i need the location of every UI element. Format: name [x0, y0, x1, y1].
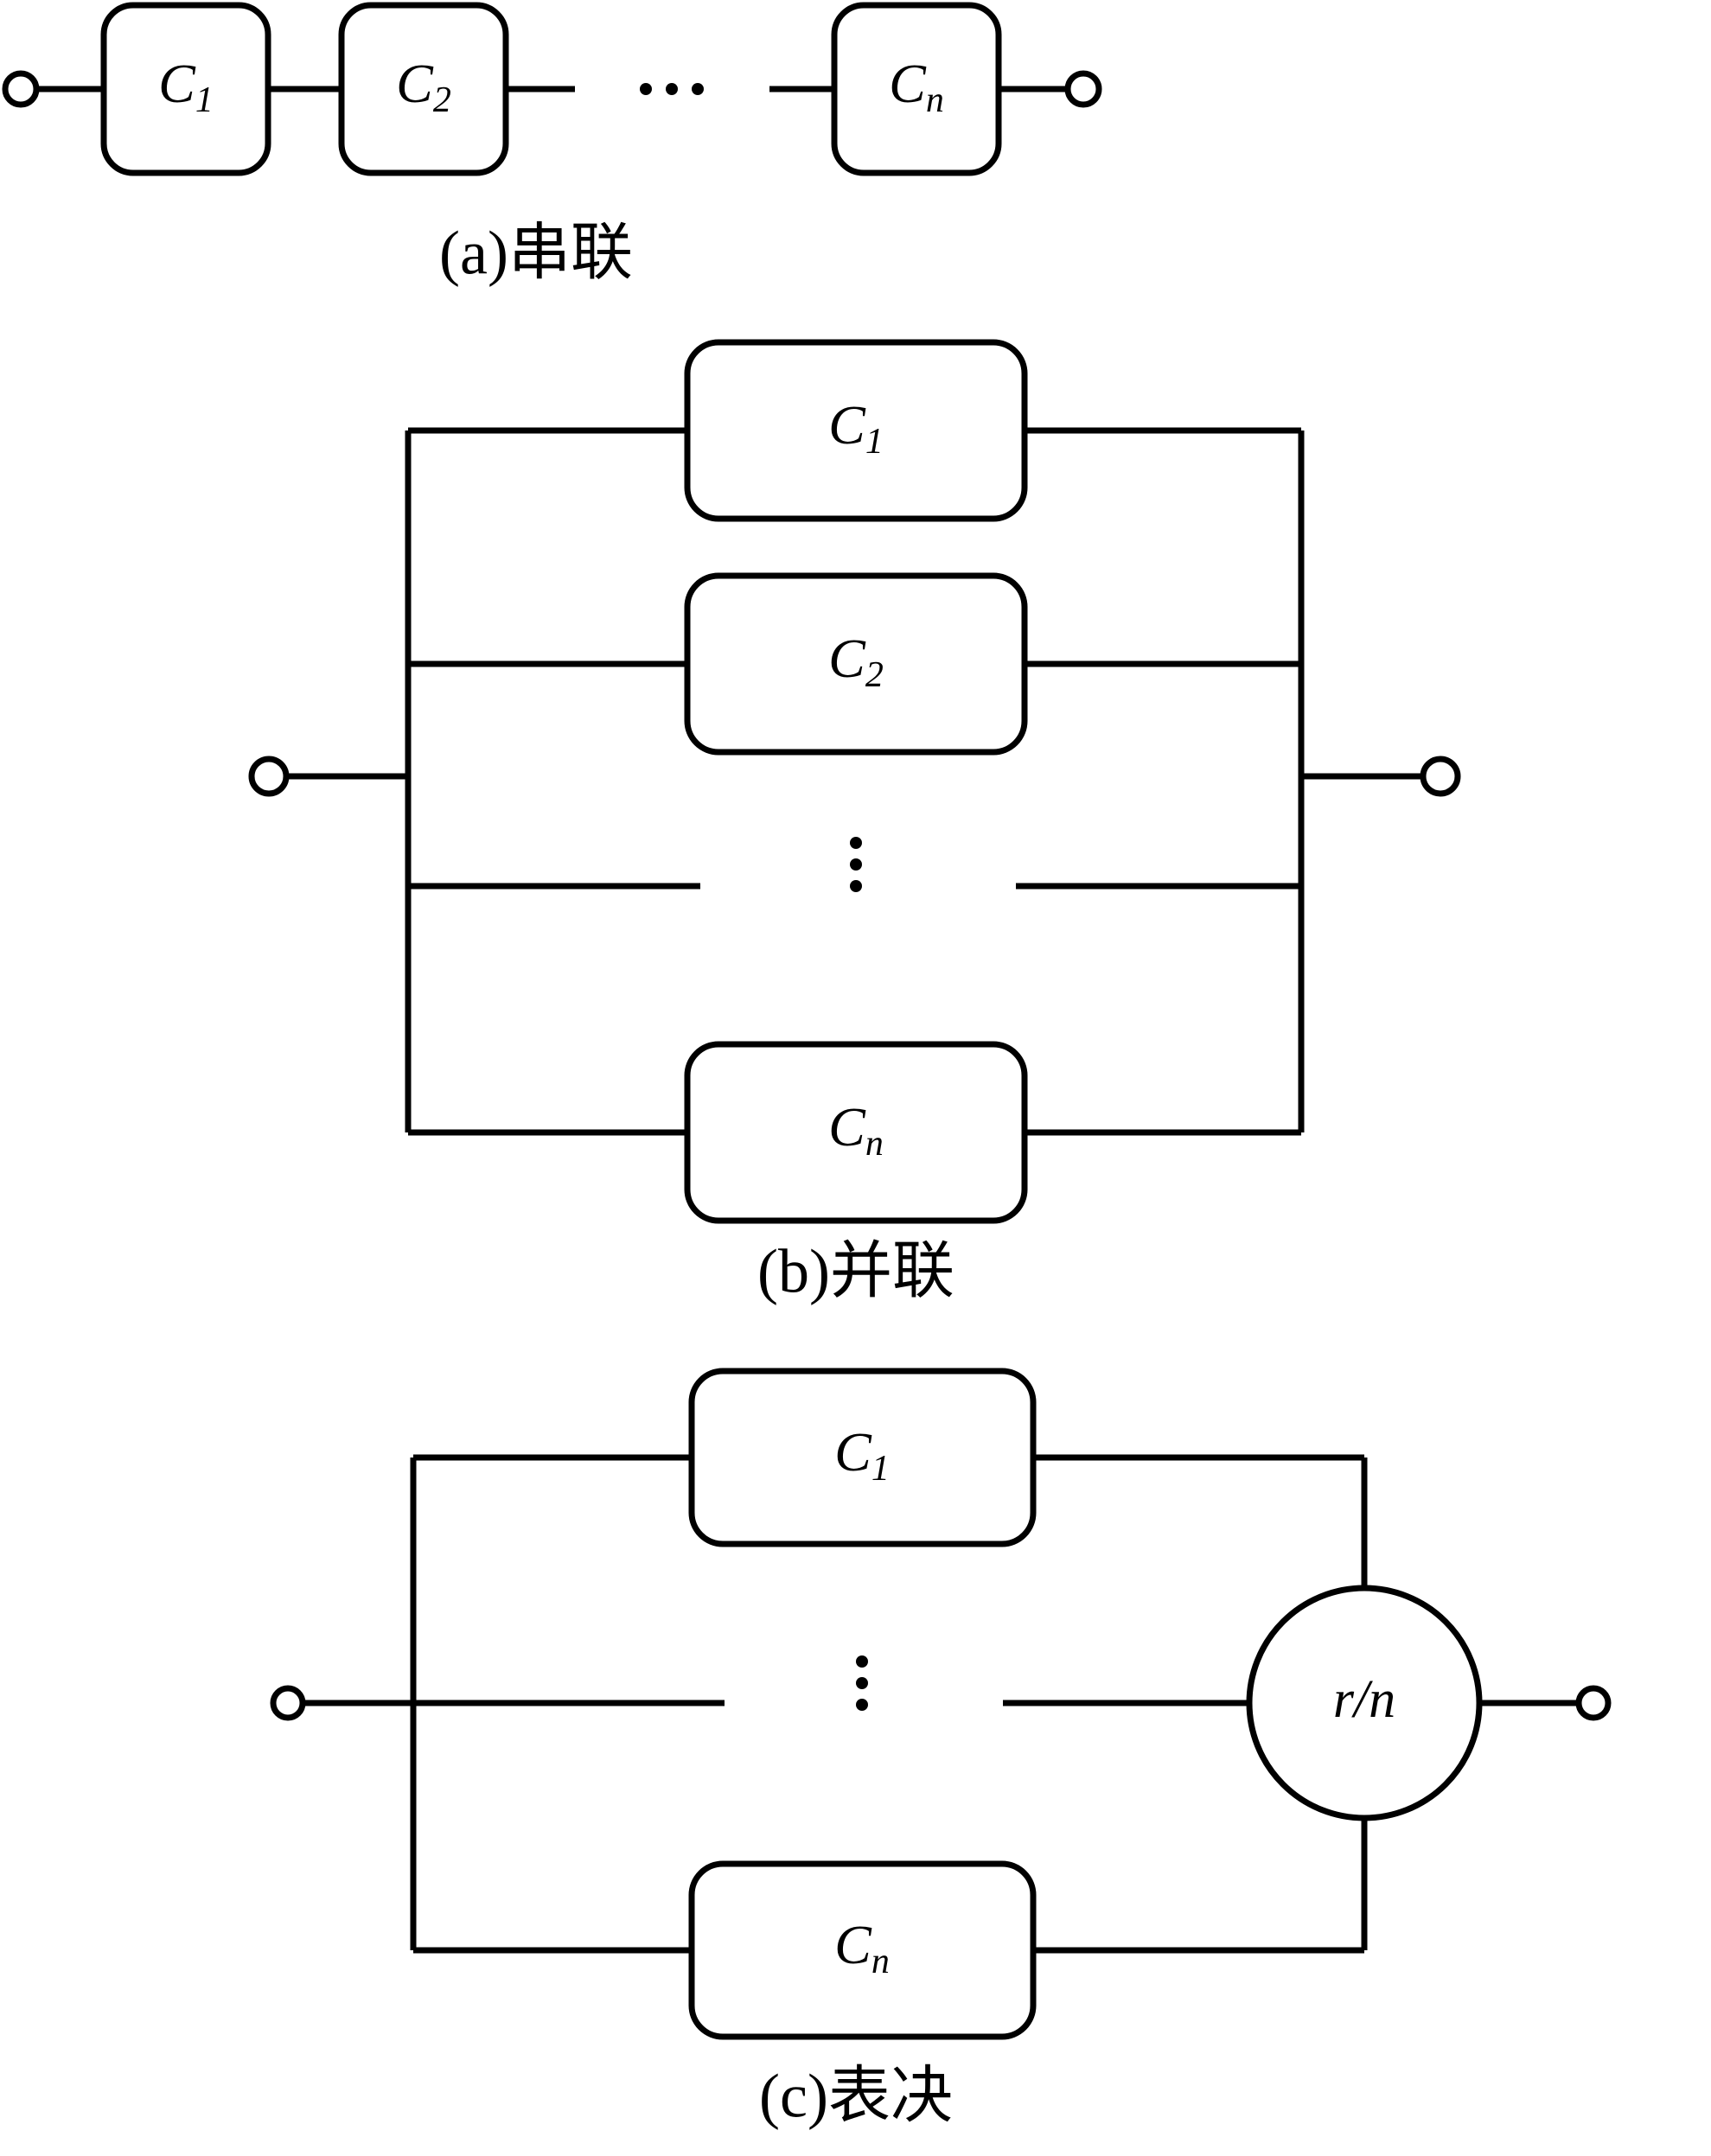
block-c1-parallel-label: C1 — [828, 394, 884, 462]
ellipsis-horizontal-series — [640, 83, 704, 95]
caption-parallel: (b)并联 — [757, 1237, 954, 1306]
terminal-left-series[interactable] — [2, 70, 40, 108]
block-c1-series-label: C1 — [158, 53, 214, 120]
caption-voting: (c)表决 — [759, 2062, 953, 2131]
terminal-left-voting[interactable] — [270, 1685, 306, 1721]
terminal-right-parallel[interactable] — [1420, 756, 1461, 797]
voter-label: r/n — [1333, 1670, 1395, 1729]
block-c2-parallel-label: C2 — [828, 628, 884, 695]
ellipsis-vertical-voting — [856, 1655, 868, 1711]
terminal-right-series[interactable] — [1064, 70, 1102, 108]
ellipsis-vertical-parallel — [850, 837, 862, 892]
panel-voting: C1 r/n Cn (c)表决 — [270, 1368, 1612, 2131]
panel-series: C1 C2 Cn — [2, 2, 1102, 288]
block-c2-series-label: C2 — [396, 53, 451, 120]
block-cn-series-label: Cn — [889, 53, 944, 120]
caption-series: (a)串联 — [439, 219, 633, 288]
block-c1-voting-label: C1 — [834, 1421, 890, 1489]
terminal-left-parallel[interactable] — [248, 756, 290, 797]
panel-parallel: C1 C2 Cn — [248, 339, 1461, 1306]
block-cn-parallel-label: Cn — [828, 1096, 884, 1164]
block-cn-voting-label: Cn — [834, 1914, 890, 1981]
terminal-right-voting[interactable] — [1575, 1685, 1612, 1721]
